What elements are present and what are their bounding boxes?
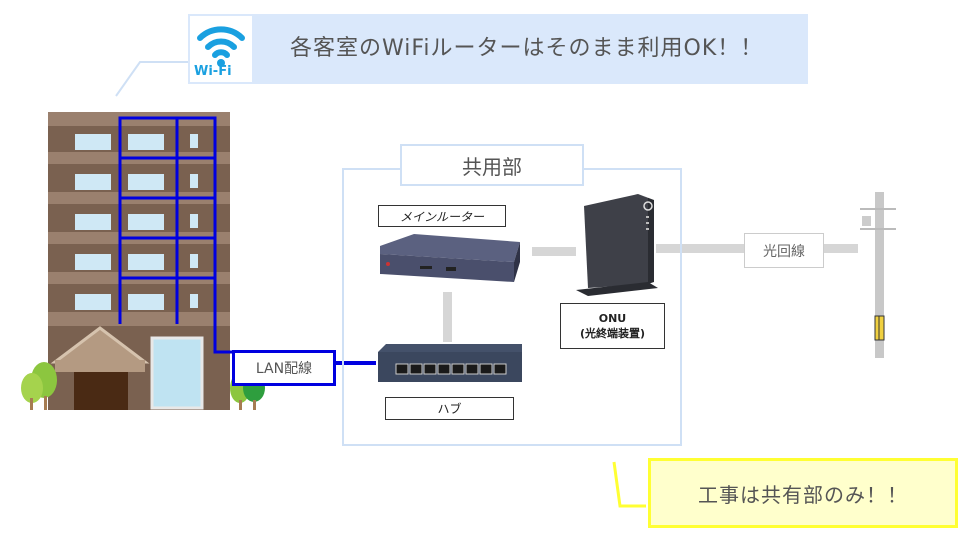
apartment-building-icon: [21, 112, 265, 410]
wifi-logo: Wi-Fi: [190, 16, 252, 82]
common-area-title: 共用部: [400, 144, 584, 186]
onu-label: ONU (光終端装置): [560, 303, 665, 349]
hub-label: ハブ: [385, 397, 514, 420]
fiber-line-label: 光回線: [744, 233, 824, 268]
fiber-line-label-pole: [822, 244, 858, 253]
wifi-logo-text: Wi-Fi: [194, 64, 232, 79]
main-router-label: メインルーター: [378, 205, 506, 227]
wifi-banner: [188, 14, 808, 84]
line-router-hub: [443, 292, 452, 342]
router-icon: [380, 234, 520, 282]
note-callout-line: [612, 461, 646, 508]
wifi-icon: [197, 26, 245, 67]
banner-message: 各客室のWiFiルーターはそのまま利用OK！！: [290, 36, 764, 61]
onu-icon: [576, 194, 658, 296]
fiber-line-onu-label: [656, 244, 744, 253]
switch-hub-icon: [378, 344, 522, 382]
construction-note: 工事は共有部のみ！！: [648, 458, 958, 528]
fiber-line-router-onu: [532, 247, 576, 256]
lan-wiring-label: LAN配線: [232, 350, 336, 386]
lan-line-to-hub: [330, 361, 376, 365]
utility-pole-icon: [860, 192, 896, 358]
banner-callout-line: [115, 61, 188, 97]
onu-label-description: (光終端装置): [579, 327, 646, 340]
onu-label-name: ONU: [598, 312, 627, 325]
